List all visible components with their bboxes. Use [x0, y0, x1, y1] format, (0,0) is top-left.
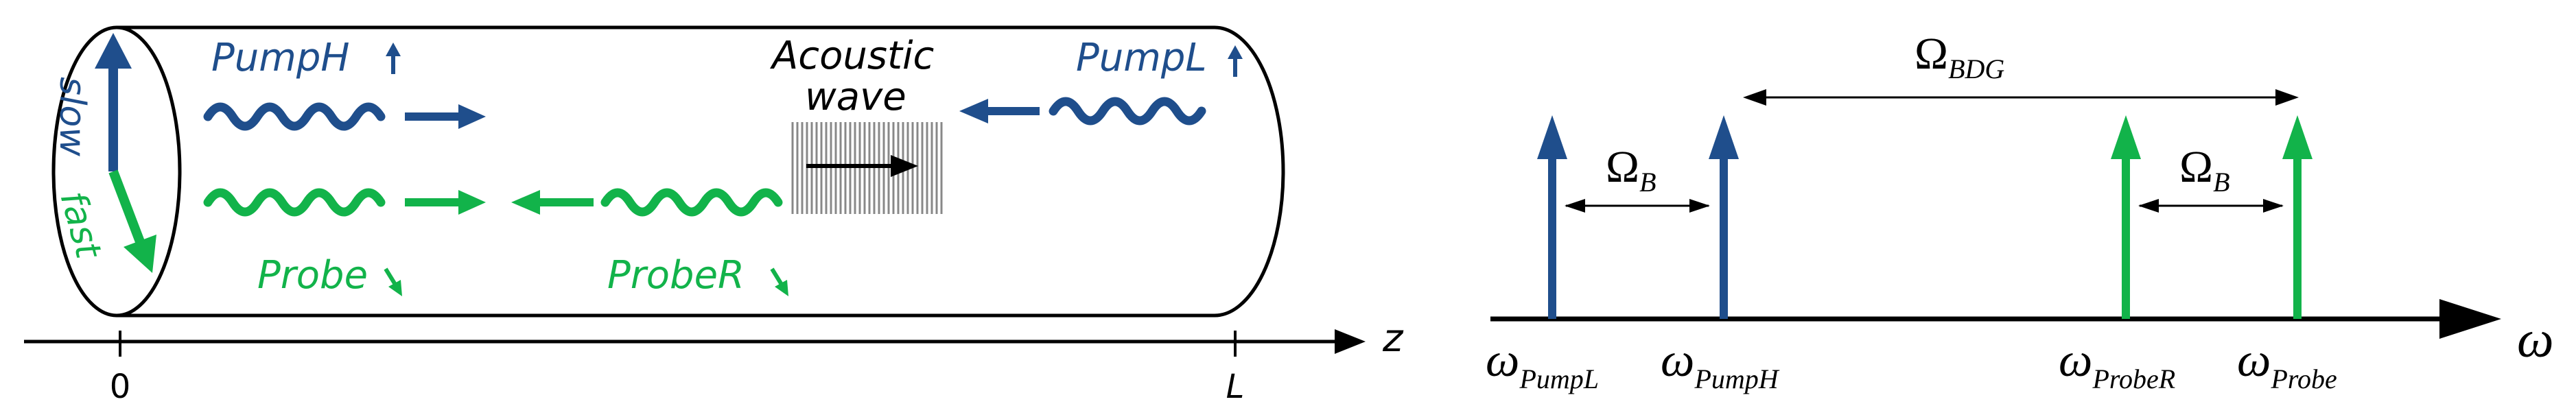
pumph-label: PumpH: [211, 36, 349, 80]
omega-prober-symbol: ω: [2059, 334, 2092, 387]
fast-axis-arrow: [108, 169, 156, 273]
prober-label: ProbeR: [607, 253, 745, 298]
omega-b-pump-span: [1565, 199, 1710, 213]
slow-axis-arrow: [95, 33, 132, 171]
pumpl-arrow: [959, 99, 1040, 123]
omega-b-probe-symbol: Ω: [2179, 142, 2213, 192]
omega-probe-symbol: ω: [2237, 334, 2271, 387]
acoustic-label-line1: Acoustic: [770, 34, 935, 78]
prober-polarization-icon: [770, 267, 788, 296]
omega-b-probe-label: ΩB: [2179, 142, 2230, 198]
probe-polarization-icon: [384, 267, 402, 296]
pumph-arrow: [405, 104, 486, 129]
z-axis: z 0 L: [24, 316, 1404, 406]
probe-spectral-line: [2282, 115, 2312, 319]
pumpl-wave: [1049, 97, 1206, 126]
tick-label-0: 0: [110, 368, 131, 406]
prober-wave: [600, 188, 783, 217]
z-axis-label: z: [1382, 316, 1404, 361]
omega-axis-label: ω: [2517, 311, 2554, 368]
omega-b-pump-symbol: Ω: [1606, 142, 1639, 192]
omega-b-pump-label: ΩB: [1606, 142, 1656, 198]
slow-label: slow: [51, 77, 93, 156]
omega-bdg-label: ΩBDG: [1915, 29, 2004, 84]
acoustic-arrow: [806, 155, 918, 177]
probe-label: Probe: [257, 253, 368, 298]
omega-pumpl-symbol: ω: [1486, 334, 1519, 387]
omega-bdg-subscript: BDG: [1948, 53, 2004, 84]
omega-prober-label: ωProbeR: [2059, 334, 2175, 394]
omega-bdg-span: [1743, 89, 2299, 106]
omega-bdg-symbol: Ω: [1915, 29, 1948, 79]
omega-b-probe-subscript: B: [2213, 167, 2229, 198]
spectrum-panel: ω ΩB: [1486, 29, 2554, 394]
pumpl-spectral-line: [1537, 115, 1567, 319]
omega-prober-subscript: ProbeR: [2092, 364, 2175, 394]
pumph-spectral-line: [1709, 115, 1739, 319]
probe-arrow: [405, 190, 486, 215]
fiber-panel: z 0 L slow fast PumpH: [24, 25, 1404, 406]
probe-wave: [203, 188, 386, 217]
omega-pumph-subscript: PumpH: [1694, 364, 1779, 394]
pumpl-polarization-icon: [1228, 45, 1243, 77]
omega-pumpl-subscript: PumpL: [1519, 364, 1599, 394]
omega-b-probe-span: [2138, 199, 2284, 213]
pumph-polarization-icon: [386, 43, 401, 74]
omega-axis: ω: [1490, 299, 2554, 368]
omega-pumph-label: ωPumpH: [1661, 334, 1780, 394]
omega-b-pump-subscript: B: [1639, 167, 1656, 198]
prober-spectral-line: [2111, 115, 2141, 319]
omega-probe-label: ωProbe: [2237, 334, 2337, 394]
prober-arrow: [511, 190, 594, 215]
omega-probe-subscript: Probe: [2270, 364, 2337, 394]
pumph-wave: [203, 102, 386, 131]
acoustic-label-line2: wave: [805, 75, 906, 119]
pumpl-label: PumpL: [1076, 36, 1207, 80]
tick-label-L: L: [1226, 368, 1245, 406]
omega-pumpl-label: ωPumpL: [1486, 334, 1599, 394]
omega-pumph-symbol: ω: [1661, 334, 1694, 387]
